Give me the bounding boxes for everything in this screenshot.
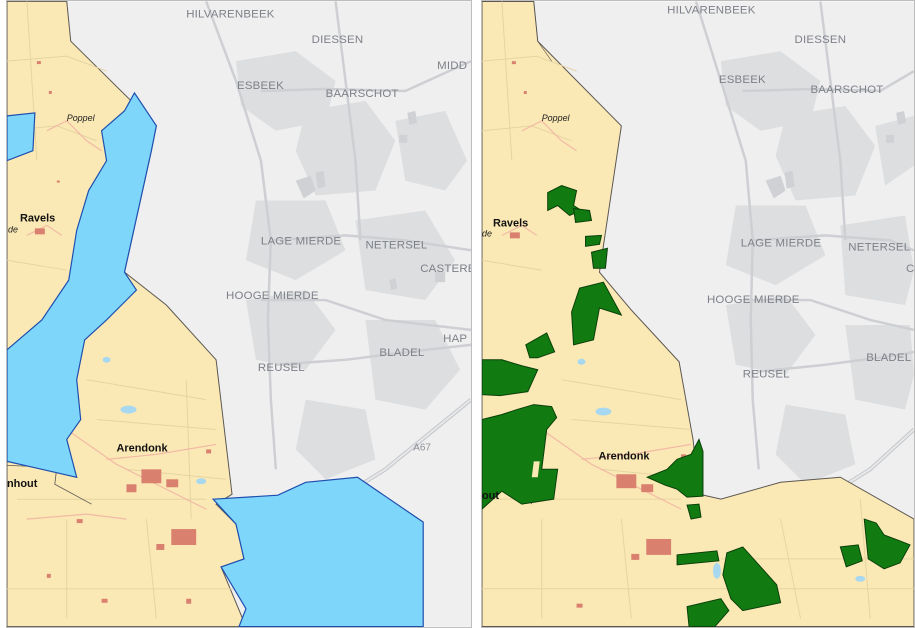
- roads: [694, 1, 914, 470]
- green-zone-10[interactable]: [686, 503, 702, 520]
- label-reusel: REUSEL: [743, 369, 790, 381]
- label-poppel: Poppel: [542, 113, 571, 123]
- blue-zone-main[interactable]: [7, 91, 157, 479]
- green-zone-9[interactable]: [645, 438, 704, 498]
- label-esbeek: ESBEEK: [237, 80, 284, 92]
- minor-roads: [501, 120, 692, 510]
- green-zones[interactable]: [482, 185, 911, 627]
- map-canvas-right[interactable]: HILVARENBEEK DIESSEN ESBEEK BAARSCHOT Po…: [482, 1, 914, 627]
- label-bladel: BLADEL: [866, 352, 911, 364]
- green-zone-6[interactable]: [525, 332, 556, 359]
- label-ravels-fragment: de: [482, 228, 492, 238]
- label-bladel: BLADEL: [379, 347, 424, 359]
- green-zone-12[interactable]: [722, 546, 782, 612]
- label-reusel: REUSEL: [258, 362, 305, 374]
- minor-roads: [26, 120, 217, 520]
- blue-zone-southeast[interactable]: [211, 476, 424, 627]
- label-retie-fragment: out: [482, 490, 499, 502]
- built-up-areas: [509, 61, 687, 608]
- map-panel-right[interactable]: HILVARENBEEK DIESSEN ESBEEK BAARSCHOT Po…: [481, 0, 915, 628]
- label-hilvarenbeek: HILVARENBEEK: [667, 4, 756, 16]
- green-zone-gap: [531, 461, 540, 478]
- green-zone-5[interactable]: [571, 281, 623, 346]
- label-casteren: CASTERE: [420, 263, 471, 275]
- green-zone-15[interactable]: [863, 518, 911, 570]
- label-lage-mierde: LAGE MIERDE: [261, 235, 342, 247]
- green-zone-4[interactable]: [590, 247, 608, 269]
- label-ravels: Ravels: [493, 217, 528, 229]
- label-netersel: NETERSEL: [848, 241, 910, 253]
- label-arendonk: Arendonk: [117, 442, 169, 454]
- label-baarschot: BAARSCHOT: [810, 84, 883, 96]
- map-panel-left[interactable]: HILVARENBEEK DIESSEN MIDD ESBEEK BAARSCH…: [6, 0, 472, 628]
- label-esbeek: ESBEEK: [719, 74, 766, 86]
- label-arendonk: Arendonk: [598, 450, 650, 462]
- label-diessen: DIESSEN: [795, 34, 847, 46]
- green-zone-8[interactable]: [482, 404, 559, 510]
- forest-patches: [295, 110, 446, 291]
- label-hilvarenbeek: HILVARENBEEK: [186, 8, 275, 20]
- green-zone-11[interactable]: [676, 550, 720, 566]
- label-ravels: Ravels: [20, 212, 55, 224]
- admin-border-top: [533, 1, 552, 62]
- label-a67: A67: [413, 442, 431, 453]
- green-zone-3[interactable]: [585, 234, 603, 247]
- label-retie-fragment: nhout: [7, 478, 38, 490]
- water-bodies: [577, 358, 866, 582]
- green-zone-2[interactable]: [572, 207, 593, 223]
- label-baarschot: BAARSCHOT: [326, 88, 399, 100]
- label-diessen: DIESSEN: [312, 34, 364, 46]
- label-hooge-mierde: HOOGE MIERDE: [226, 290, 319, 302]
- green-zone-7[interactable]: [482, 359, 539, 397]
- label-hapert: HAP: [443, 333, 467, 345]
- label-netersel: NETERSEL: [365, 239, 427, 251]
- label-casteren-fragment: C: [906, 263, 914, 275]
- label-ravels-fragment: de: [8, 224, 18, 234]
- forest-patches: [765, 110, 907, 199]
- green-zone-14[interactable]: [839, 544, 863, 568]
- green-zone-13[interactable]: [686, 598, 730, 627]
- label-hooge-mierde: HOOGE MIERDE: [707, 294, 800, 306]
- water-bodies: [102, 356, 207, 485]
- blue-zone-upper-left[interactable]: [7, 112, 36, 162]
- label-middelbeers: MIDD: [437, 60, 467, 72]
- built-up-areas: [21, 61, 212, 604]
- label-lage-mierde: LAGE MIERDE: [741, 237, 822, 249]
- map-canvas-left[interactable]: HILVARENBEEK DIESSEN MIDD ESBEEK BAARSCH…: [7, 1, 471, 627]
- label-poppel: Poppel: [67, 113, 96, 123]
- roads: [204, 1, 471, 470]
